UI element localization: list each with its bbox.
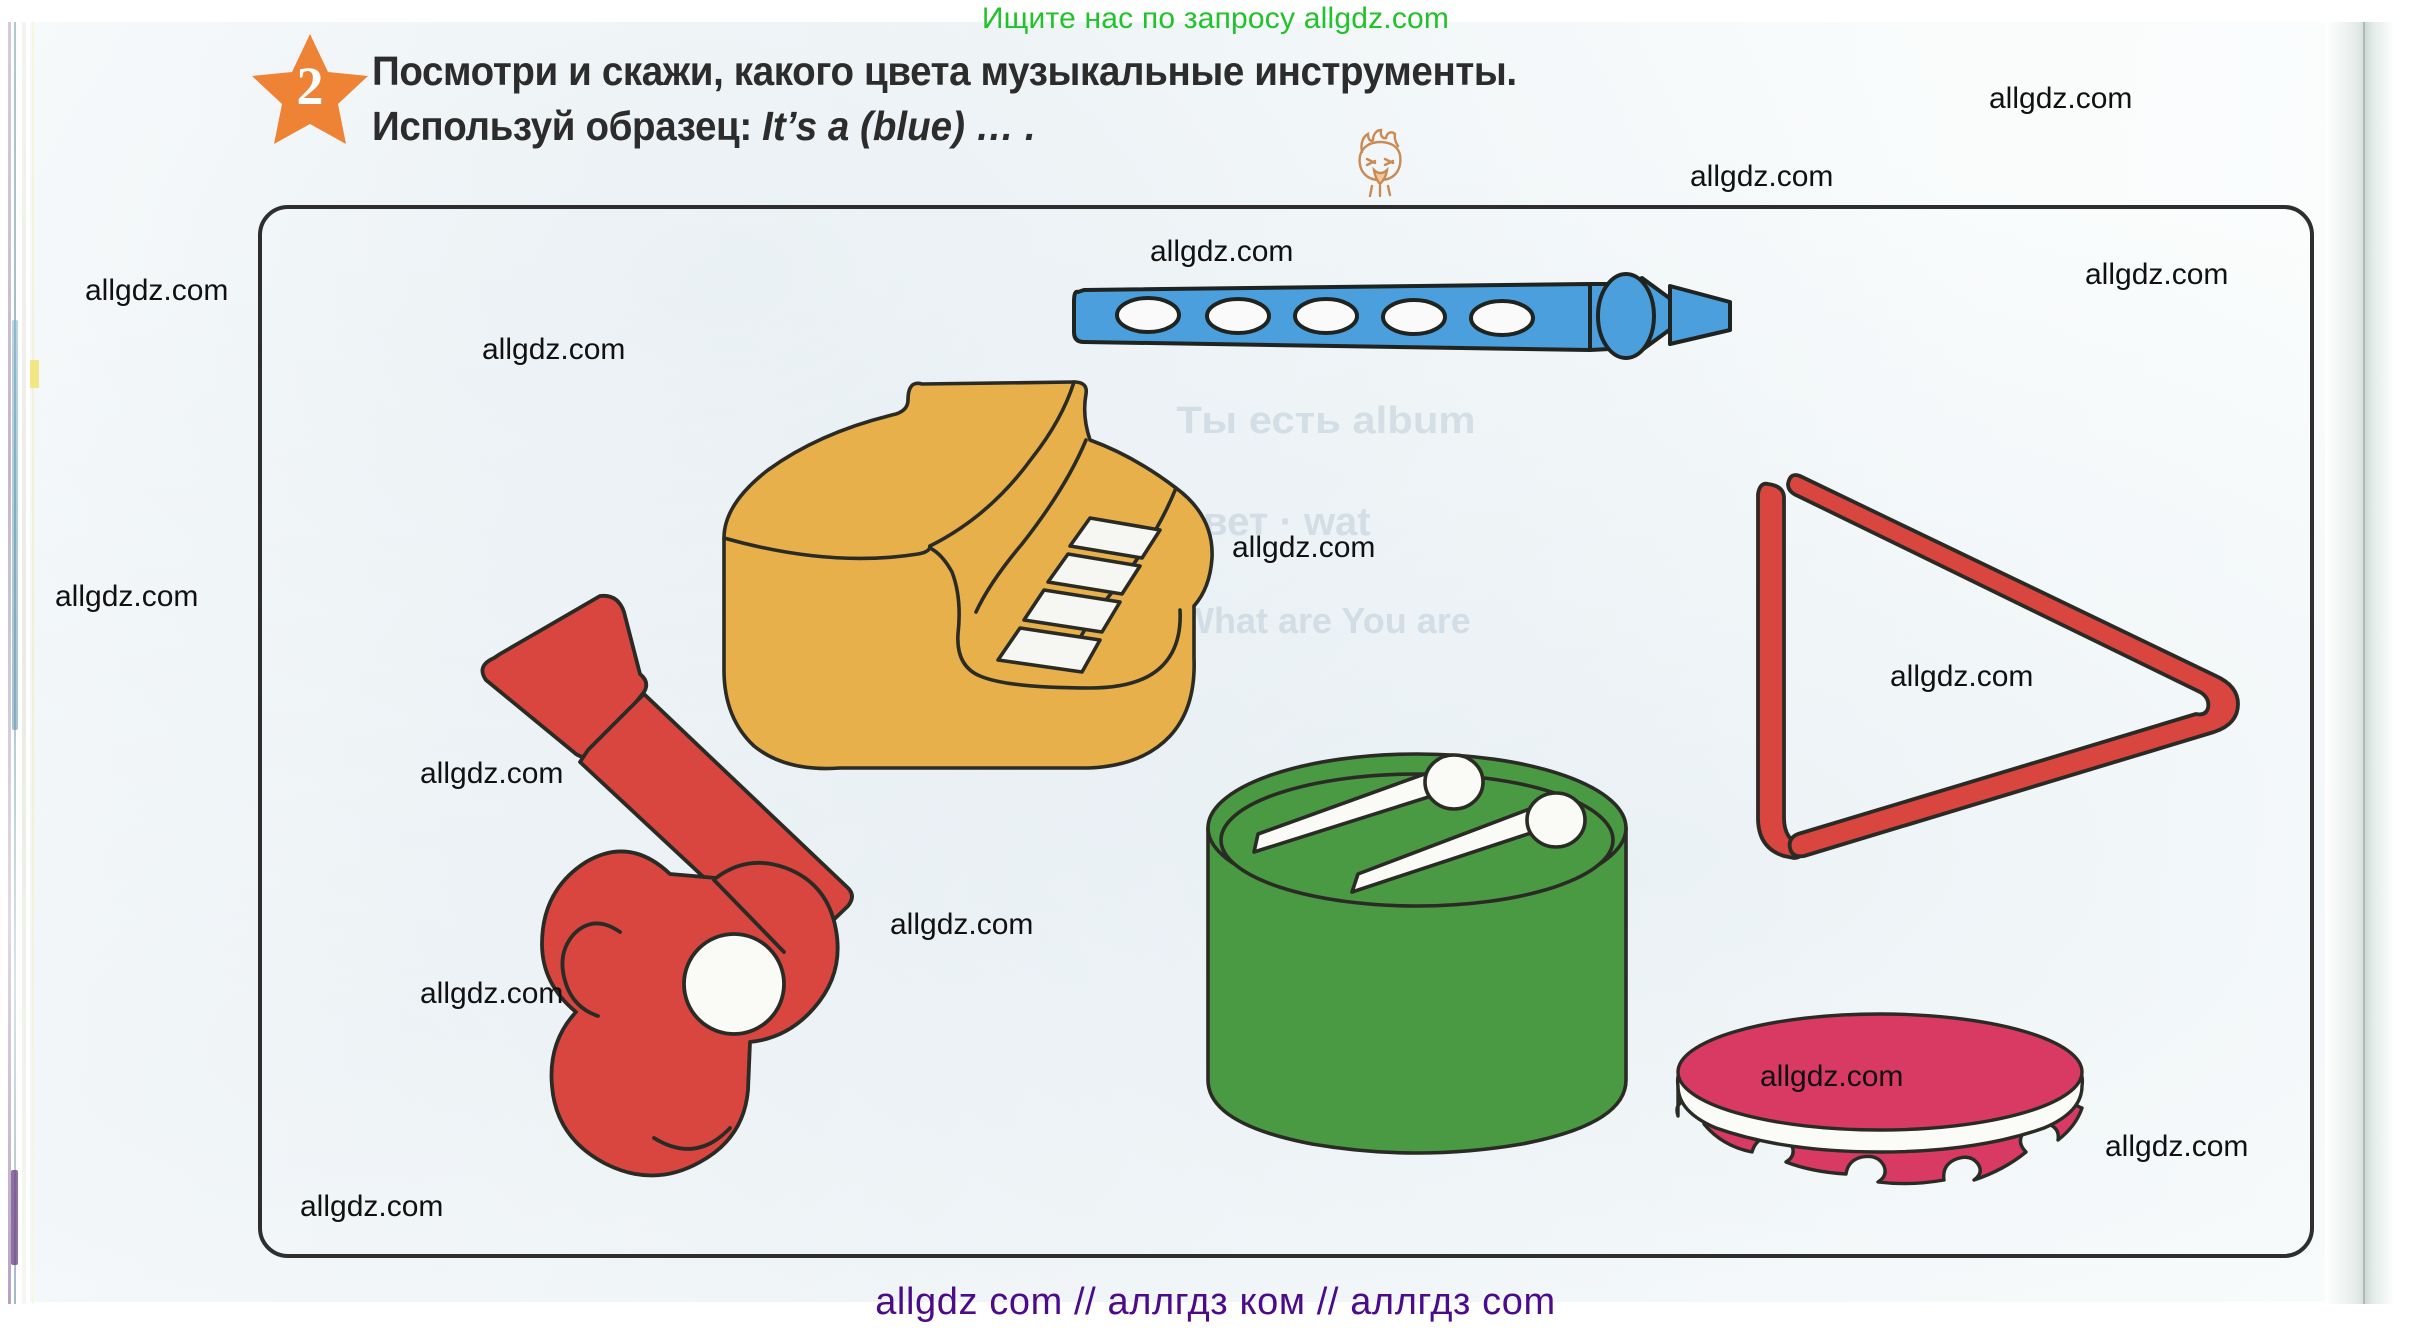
watermark: allgdz.com bbox=[1232, 531, 1376, 564]
watermark: allgdz.com bbox=[1989, 82, 2133, 115]
page-curl-highlight bbox=[2363, 22, 2395, 1304]
book-spine-accent-purple bbox=[11, 1170, 18, 1265]
exercise-frame bbox=[258, 205, 2314, 1258]
instrument-drum bbox=[1206, 752, 1628, 1155]
bottom-watermark: allgdz com // аллгдз ком // аллгдз com bbox=[875, 1281, 1556, 1323]
watermark: allgdz.com bbox=[55, 580, 199, 613]
instrument-recorder bbox=[1072, 272, 1732, 360]
top-watermark: Ищите нас по запросу allgdz.com bbox=[981, 2, 1450, 35]
watermark: allgdz.com bbox=[420, 977, 564, 1010]
book-spine-strip-3 bbox=[22, 22, 26, 1304]
instrument-guitar bbox=[480, 593, 854, 1178]
watermark: allgdz.com bbox=[2105, 1130, 2249, 1163]
speaking-child-face-icon bbox=[1358, 128, 1402, 198]
page-curl-fold-line bbox=[2363, 22, 2365, 1304]
instruction-line-2-example: It’s a (blue) … . bbox=[762, 102, 1036, 149]
watermark: allgdz.com bbox=[1760, 1060, 1904, 1093]
watermark: allgdz.com bbox=[85, 274, 229, 307]
ghost-text-line-1: Ты есть album bbox=[1176, 400, 1476, 442]
watermark: allgdz.com bbox=[1150, 235, 1294, 268]
instruction-line-1: Посмотри и скажи, какого цвета музыкальн… bbox=[372, 48, 1517, 94]
watermark: allgdz.com bbox=[1690, 160, 1834, 193]
exercise-number-star: 2 bbox=[250, 32, 370, 147]
watermark: allgdz.com bbox=[1890, 660, 2034, 693]
instrument-piano bbox=[722, 380, 1214, 771]
book-spine-strip-4 bbox=[32, 22, 34, 1304]
book-spine-accent-yellow bbox=[30, 360, 39, 388]
page-curl-shadow bbox=[2325, 22, 2365, 1304]
instruction-line-2-prefix: Используй образец: bbox=[372, 102, 763, 149]
book-spine-accent-blue bbox=[12, 320, 18, 730]
exercise-number-label: 2 bbox=[296, 55, 324, 116]
watermark: allgdz.com bbox=[482, 333, 626, 366]
instrument-tambourine bbox=[1675, 1012, 2085, 1186]
watermark: allgdz.com bbox=[2085, 258, 2229, 291]
instruction-line-2: Используй образец: It’s a (blue) … . bbox=[372, 99, 1914, 154]
watermark: allgdz.com bbox=[890, 908, 1034, 941]
instrument-triangle bbox=[1756, 473, 2240, 860]
star-icon bbox=[252, 34, 368, 144]
watermark: allgdz.com bbox=[420, 757, 564, 790]
ghost-text-line-3: What are You are bbox=[1180, 600, 1471, 641]
watermark: allgdz.com bbox=[300, 1190, 444, 1223]
instruction-block: Посмотри и скажи, какого цвета музыкальн… bbox=[372, 44, 2012, 154]
book-spine-strip-1 bbox=[8, 22, 11, 1304]
